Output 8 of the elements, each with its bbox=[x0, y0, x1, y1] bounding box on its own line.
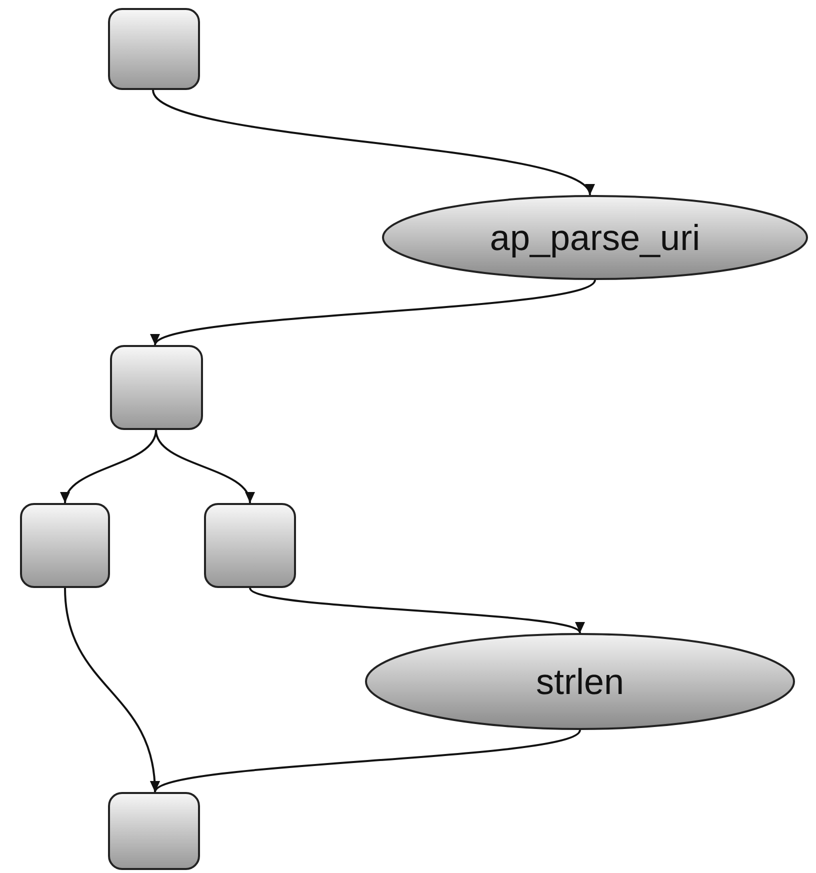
process-box bbox=[20, 503, 110, 588]
process-box bbox=[108, 792, 200, 870]
function-label: strlen bbox=[536, 664, 624, 700]
process-box bbox=[108, 8, 200, 90]
process-box bbox=[110, 345, 203, 430]
process-box bbox=[204, 503, 296, 588]
arrow bbox=[155, 430, 253, 504]
function-label: ap_parse_uri bbox=[490, 220, 700, 256]
